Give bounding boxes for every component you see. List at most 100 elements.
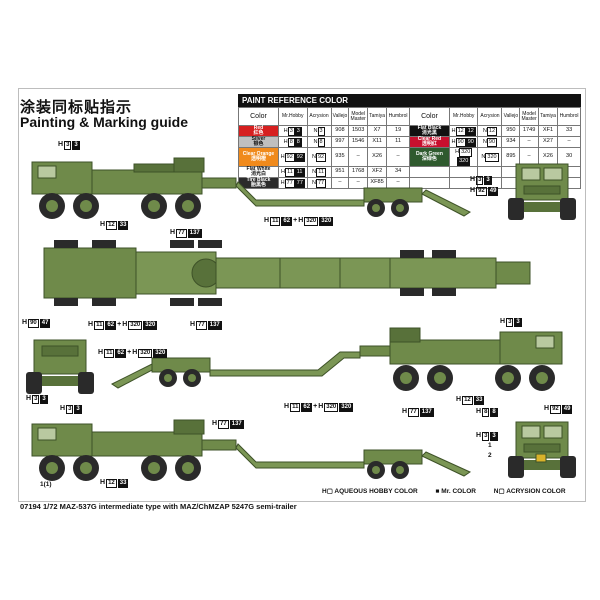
col-humbrol: Humbrol bbox=[386, 107, 410, 126]
paint-right-vallejo: 950 bbox=[501, 125, 521, 137]
paint-left-vallejo: 997 bbox=[330, 136, 350, 148]
vehicle-side-view-1 bbox=[31, 157, 471, 219]
paint-right-tamiya: X27 bbox=[537, 136, 559, 148]
vehicle-front-view-2 bbox=[508, 421, 576, 478]
col-mrhobby: Mr.Hobby bbox=[277, 107, 308, 126]
col-acrysion: Acrysion bbox=[306, 107, 332, 126]
legend-acrysion: N▢ ACRYSION COLOR bbox=[493, 488, 566, 495]
col-modelmaster: Model Master bbox=[348, 107, 368, 126]
paint-left-vallejo: 908 bbox=[330, 125, 350, 137]
legend-aqueous: H▢ AQUEOUS HOBBY COLOR bbox=[322, 488, 418, 495]
semi-trailer-2 bbox=[111, 345, 395, 389]
paint-left-mm: 1503 bbox=[348, 125, 368, 137]
color-name-cn: 深绿色 bbox=[421, 156, 437, 162]
paint-right-empty bbox=[408, 177, 450, 189]
title-english: Painting & Marking guide bbox=[20, 114, 189, 130]
vehicle-rear-view bbox=[26, 339, 94, 394]
color-name-cn: 银色 bbox=[253, 141, 264, 147]
color-name: Dark Green bbox=[415, 151, 443, 157]
legend-mrcolor: ■ Mr. COLOR bbox=[435, 488, 476, 495]
paint-left-mm: 1546 bbox=[348, 136, 368, 148]
col-color: Color bbox=[238, 107, 279, 126]
paint-left-tamiya: X11 bbox=[366, 136, 388, 148]
color-name: Red bbox=[253, 125, 264, 131]
paint-right-tamiya: XF1 bbox=[537, 125, 559, 137]
paint-left-humbrol: 19 bbox=[386, 125, 410, 137]
color-name-cn: 消光黑 bbox=[421, 130, 437, 136]
vehicle-side-view-3 bbox=[31, 419, 472, 481]
paint-left-vallejo: – bbox=[330, 177, 350, 189]
vehicle-side-view-2 bbox=[111, 327, 563, 391]
callout-1: 1 bbox=[488, 442, 492, 449]
paint-left-tamiya: XF85 bbox=[366, 177, 388, 189]
semi-trailer bbox=[201, 177, 471, 217]
col-tamiya: Tamiya bbox=[366, 107, 388, 126]
col-humbrol-right: Humbrol bbox=[557, 107, 581, 126]
color-name-cn: 胎黑色 bbox=[250, 182, 266, 188]
col-modelmaster-right: Model Master bbox=[519, 107, 539, 126]
paint-right-humbrol: 33 bbox=[557, 125, 581, 137]
color-name-cn: 消光白 bbox=[250, 171, 266, 177]
color-name: Silver bbox=[251, 136, 266, 142]
vehicle-front-view-1 bbox=[508, 163, 576, 220]
col-color-right: Color bbox=[408, 107, 450, 126]
color-brand-legend: H▢ AQUEOUS HOBBY COLOR ■ Mr. COLOR N▢ AC… bbox=[322, 487, 582, 495]
color-name: Clear Orange bbox=[242, 151, 275, 157]
col-vallejo-right: Vallejo bbox=[501, 107, 521, 126]
vehicle-top-view bbox=[43, 240, 531, 306]
color-name: Flat Black bbox=[417, 125, 442, 131]
color-name-cn: 透明橙 bbox=[250, 156, 266, 162]
title-chinese: 涂装同标贴指示 bbox=[20, 99, 133, 116]
color-name-cn: 透明红 bbox=[421, 141, 437, 147]
color-name: Tire Black bbox=[246, 177, 271, 183]
color-name-cn: 红色 bbox=[253, 130, 264, 136]
paint-table-header-row: Color Mr.Hobby Acrysion Vallejo Model Ma… bbox=[238, 107, 581, 126]
col-tamiya-right: Tamiya bbox=[537, 107, 559, 126]
paint-right-vallejo: 934 bbox=[501, 136, 521, 148]
color-name: Clear Red bbox=[417, 136, 442, 142]
col-acrysion-right: Acrysion bbox=[477, 107, 503, 126]
callout-2: 2 bbox=[488, 452, 492, 459]
col-vallejo: Vallejo bbox=[330, 107, 350, 126]
tractor-wheels bbox=[39, 193, 201, 219]
paint-left-tamiya: X7 bbox=[366, 125, 388, 137]
paint-right-mm: – bbox=[519, 136, 539, 148]
paint-left-tamiya: XF2 bbox=[366, 166, 388, 178]
callout-1-1: 1(1) bbox=[40, 481, 52, 488]
